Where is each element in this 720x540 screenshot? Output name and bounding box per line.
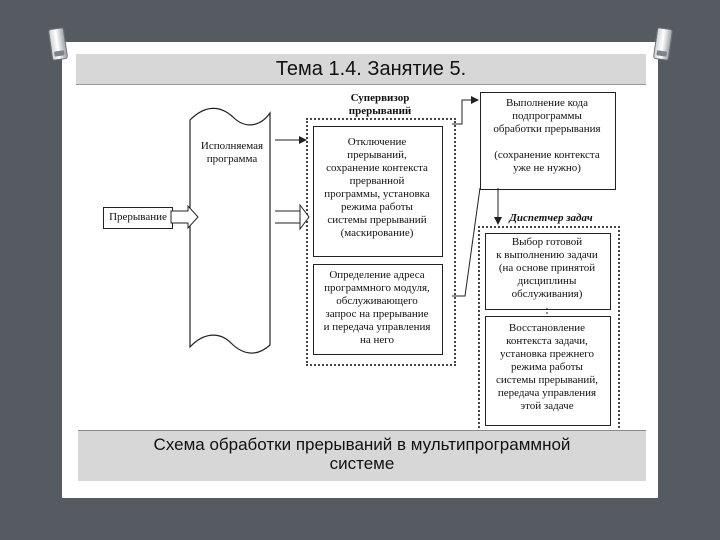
address-to-handler-line (452, 187, 481, 297)
select-task-block (485, 233, 611, 310)
interrupt-arrow (170, 204, 199, 230)
program-column (189, 107, 271, 354)
slide-title: Тема 1.4. Занятие 5. (275, 58, 467, 80)
supervisor-title: Супервизор прерываний (348, 92, 412, 117)
address-block-text: Определение адреса программного модуля, … (323, 269, 431, 346)
program-to-supervisor-arrow (275, 203, 310, 231)
executing-program-label: Исполняемая программа (200, 140, 264, 165)
slide-caption: Схема обработки прерываний в мультипрогр… (153, 435, 571, 473)
disable-interrupts-block (313, 126, 443, 257)
dispatcher-title: Диспетчер задач (509, 212, 593, 224)
restore-context-block (485, 316, 611, 426)
interrupt-label-box: Прерывание (103, 207, 173, 229)
disable-interrupts-text: Отключение прерываний, сохранение контек… (324, 136, 430, 239)
handler-block (480, 92, 616, 190)
handler-block-text: Выполнение кода подпрограммы обработки п… (493, 97, 601, 174)
caption-bar: Схема обработки прерываний в мультипрогр… (78, 430, 646, 481)
interrupt-label: Прерывание (109, 211, 167, 223)
address-block (313, 264, 443, 355)
select-task-text: Выбор готовой к выполнению задачи (на ос… (496, 236, 598, 300)
supervisor-to-handler-arrow (452, 96, 479, 125)
restore-context-text: Восстановление контекста задачи, установ… (496, 322, 598, 412)
title-bar: Тема 1.4. Занятие 5. (76, 54, 646, 85)
